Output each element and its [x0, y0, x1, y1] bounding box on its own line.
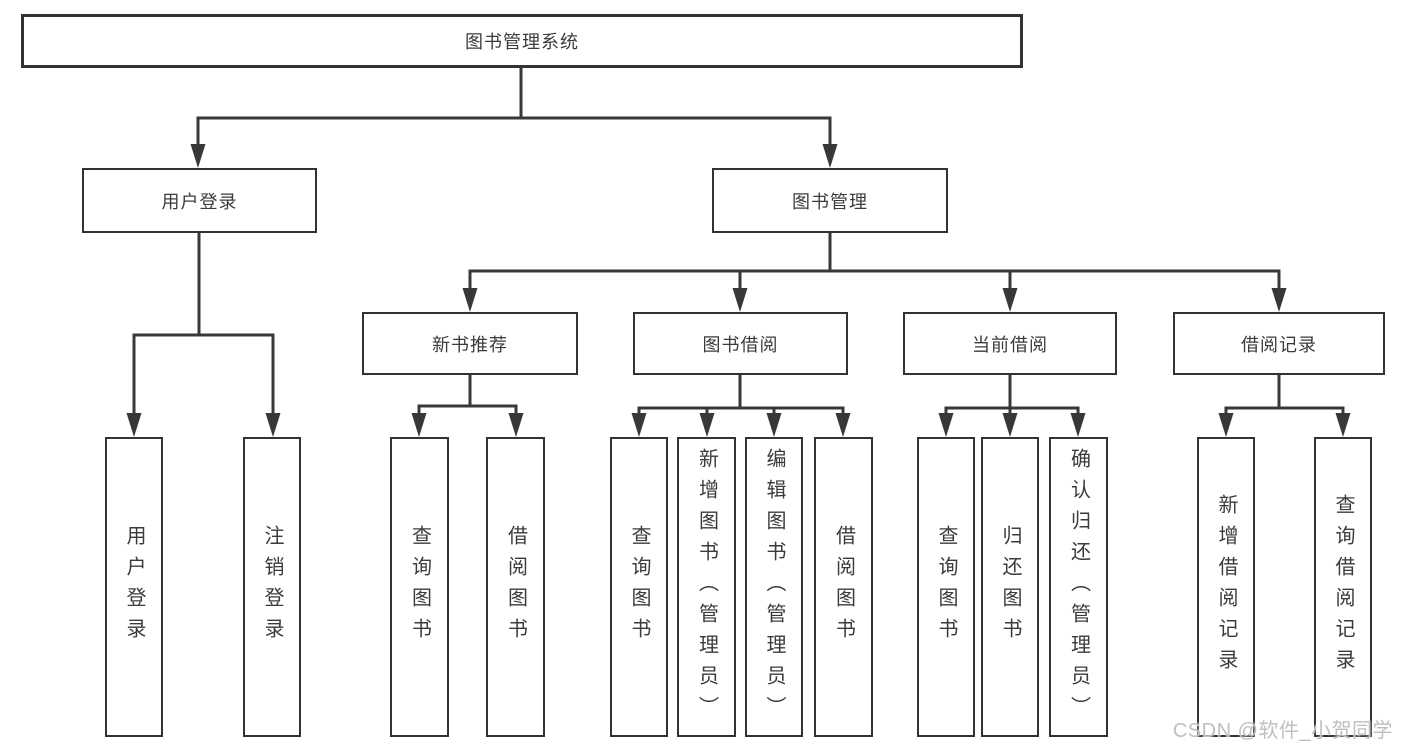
node-user-login-label: 用户登录 — [161, 191, 238, 212]
arrowhead — [462, 288, 478, 312]
edge-borrowing-to-leaves — [637, 373, 845, 417]
leaf-br-query-record: 查询借阅记录 — [1314, 437, 1372, 737]
node-new-book-recommend-label: 新书推荐 — [432, 334, 508, 355]
arrowhead — [938, 413, 954, 437]
edge-records-to-leaves — [1224, 373, 1345, 417]
leaf-nbr-borrow-books-label: 借阅图书 — [504, 525, 527, 649]
leaf-login-label: 用户登录 — [123, 525, 145, 649]
leaf-logout: 注销登录 — [243, 437, 301, 737]
leaf-cb-query-books-label: 查询图书 — [935, 525, 957, 649]
node-book-borrowing-label: 图书借阅 — [702, 334, 779, 355]
arrowhead — [699, 413, 715, 437]
leaf-nbr-borrow-books: 借阅图书 — [486, 437, 545, 737]
edge-root-to-level2 — [196, 66, 832, 148]
edge-bookmgmt-to-level3 — [468, 231, 1281, 292]
leaf-nbr-query-books: 查询图书 — [390, 437, 449, 737]
node-current-borrowing: 当前借阅 — [903, 312, 1117, 375]
arrowhead — [126, 413, 142, 437]
node-book-management-label: 图书管理 — [792, 191, 868, 212]
leaf-cb-return-books: 归还图书 — [981, 437, 1039, 737]
arrowhead — [265, 413, 281, 437]
leaf-logout-label: 注销登录 — [261, 525, 283, 649]
arrowhead — [835, 413, 851, 437]
arrowhead — [1002, 288, 1018, 312]
leaf-nbr-query-books-label: 查询图书 — [408, 525, 431, 649]
arrowhead — [631, 413, 647, 437]
leaf-cb-return-books-label: 归还图书 — [999, 525, 1021, 649]
leaf-bb-add-books-admin: 新增图书（管理员） — [677, 437, 736, 737]
leaf-bb-query-books: 查询图书 — [610, 437, 668, 737]
arrowhead — [508, 413, 524, 437]
arrowhead — [1070, 413, 1086, 437]
leaf-cb-confirm-return-admin-label: 确认归还（管理员） — [1067, 447, 1090, 727]
arrowhead — [1271, 288, 1287, 312]
node-book-borrowing: 图书借阅 — [633, 312, 848, 375]
arrowhead — [411, 413, 427, 437]
arrowhead — [732, 288, 748, 312]
node-book-management: 图书管理 — [712, 168, 948, 233]
node-root-label: 图书管理系统 — [465, 32, 579, 52]
leaf-bb-query-books-label: 查询图书 — [628, 525, 650, 649]
node-borrowing-records: 借阅记录 — [1173, 312, 1385, 375]
leaf-bb-edit-books-admin: 编辑图书（管理员） — [745, 437, 803, 737]
arrowhead — [1002, 413, 1018, 437]
leaf-bb-edit-books-admin-label: 编辑图书（管理员） — [763, 447, 785, 727]
node-root: 图书管理系统 — [21, 14, 1023, 68]
arrowhead — [766, 413, 782, 437]
leaf-bb-add-books-admin-label: 新增图书（管理员） — [695, 447, 718, 727]
leaf-br-query-record-label: 查询借阅记录 — [1332, 494, 1354, 680]
leaf-br-add-record-label: 新增借阅记录 — [1215, 494, 1237, 680]
edge-current-to-leaves — [944, 373, 1080, 417]
node-borrowing-records-label: 借阅记录 — [1241, 334, 1317, 355]
arrowhead — [1335, 413, 1351, 437]
watermark: CSDN @软件_小贺同学 — [1172, 720, 1393, 742]
arrowhead — [822, 144, 838, 168]
arrowhead — [1218, 413, 1234, 437]
arrowhead — [190, 144, 206, 168]
leaf-login: 用户登录 — [105, 437, 163, 737]
leaf-br-add-record: 新增借阅记录 — [1197, 437, 1255, 737]
leaf-cb-confirm-return-admin: 确认归还（管理员） — [1049, 437, 1108, 737]
leaf-bb-borrow-books: 借阅图书 — [814, 437, 873, 737]
leaf-cb-query-books: 查询图书 — [917, 437, 975, 737]
edge-newbook-to-leaves — [417, 373, 518, 417]
node-user-login: 用户登录 — [82, 168, 317, 233]
edge-userlogin-to-leaves — [132, 231, 275, 417]
node-current-borrowing-label: 当前借阅 — [972, 334, 1048, 355]
leaf-bb-borrow-books-label: 借阅图书 — [832, 525, 855, 649]
node-new-book-recommend: 新书推荐 — [362, 312, 578, 375]
